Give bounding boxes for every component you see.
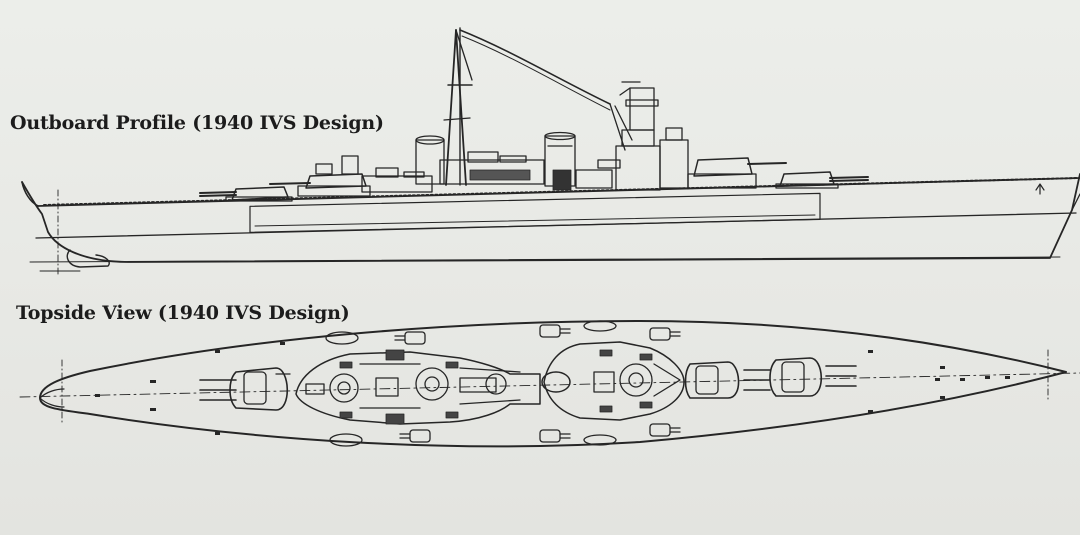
topside-aft-superstructure — [544, 342, 684, 420]
topside-turret-x — [686, 362, 771, 398]
funnel — [545, 133, 575, 191]
aft-turret-y — [776, 172, 868, 188]
deck-rail — [44, 178, 1078, 205]
forward-superstructure — [362, 28, 632, 192]
outboard-profile-caption: Outboard Profile (1940 IVS Design) — [10, 112, 384, 134]
topside-turret-y — [770, 358, 856, 396]
boats — [326, 321, 616, 446]
centerline — [20, 373, 1080, 397]
outboard-profile — [22, 28, 1080, 275]
topside-funnel — [542, 372, 570, 392]
deck-fittings — [95, 342, 1010, 435]
forward-turret-a — [200, 187, 292, 201]
topside-view — [20, 321, 1080, 446]
hull-profile — [22, 174, 1080, 275]
topside-view-caption: Topside View (1940 IVS Design) — [16, 302, 350, 324]
topside-forward-superstructure — [296, 350, 540, 424]
secondary-mounts — [395, 325, 680, 442]
aft-turret-x — [688, 158, 786, 188]
topside-turret-a — [200, 368, 290, 410]
aft-tower — [576, 82, 688, 190]
hull-plan — [40, 321, 1066, 446]
forward-turret-b — [270, 156, 370, 196]
